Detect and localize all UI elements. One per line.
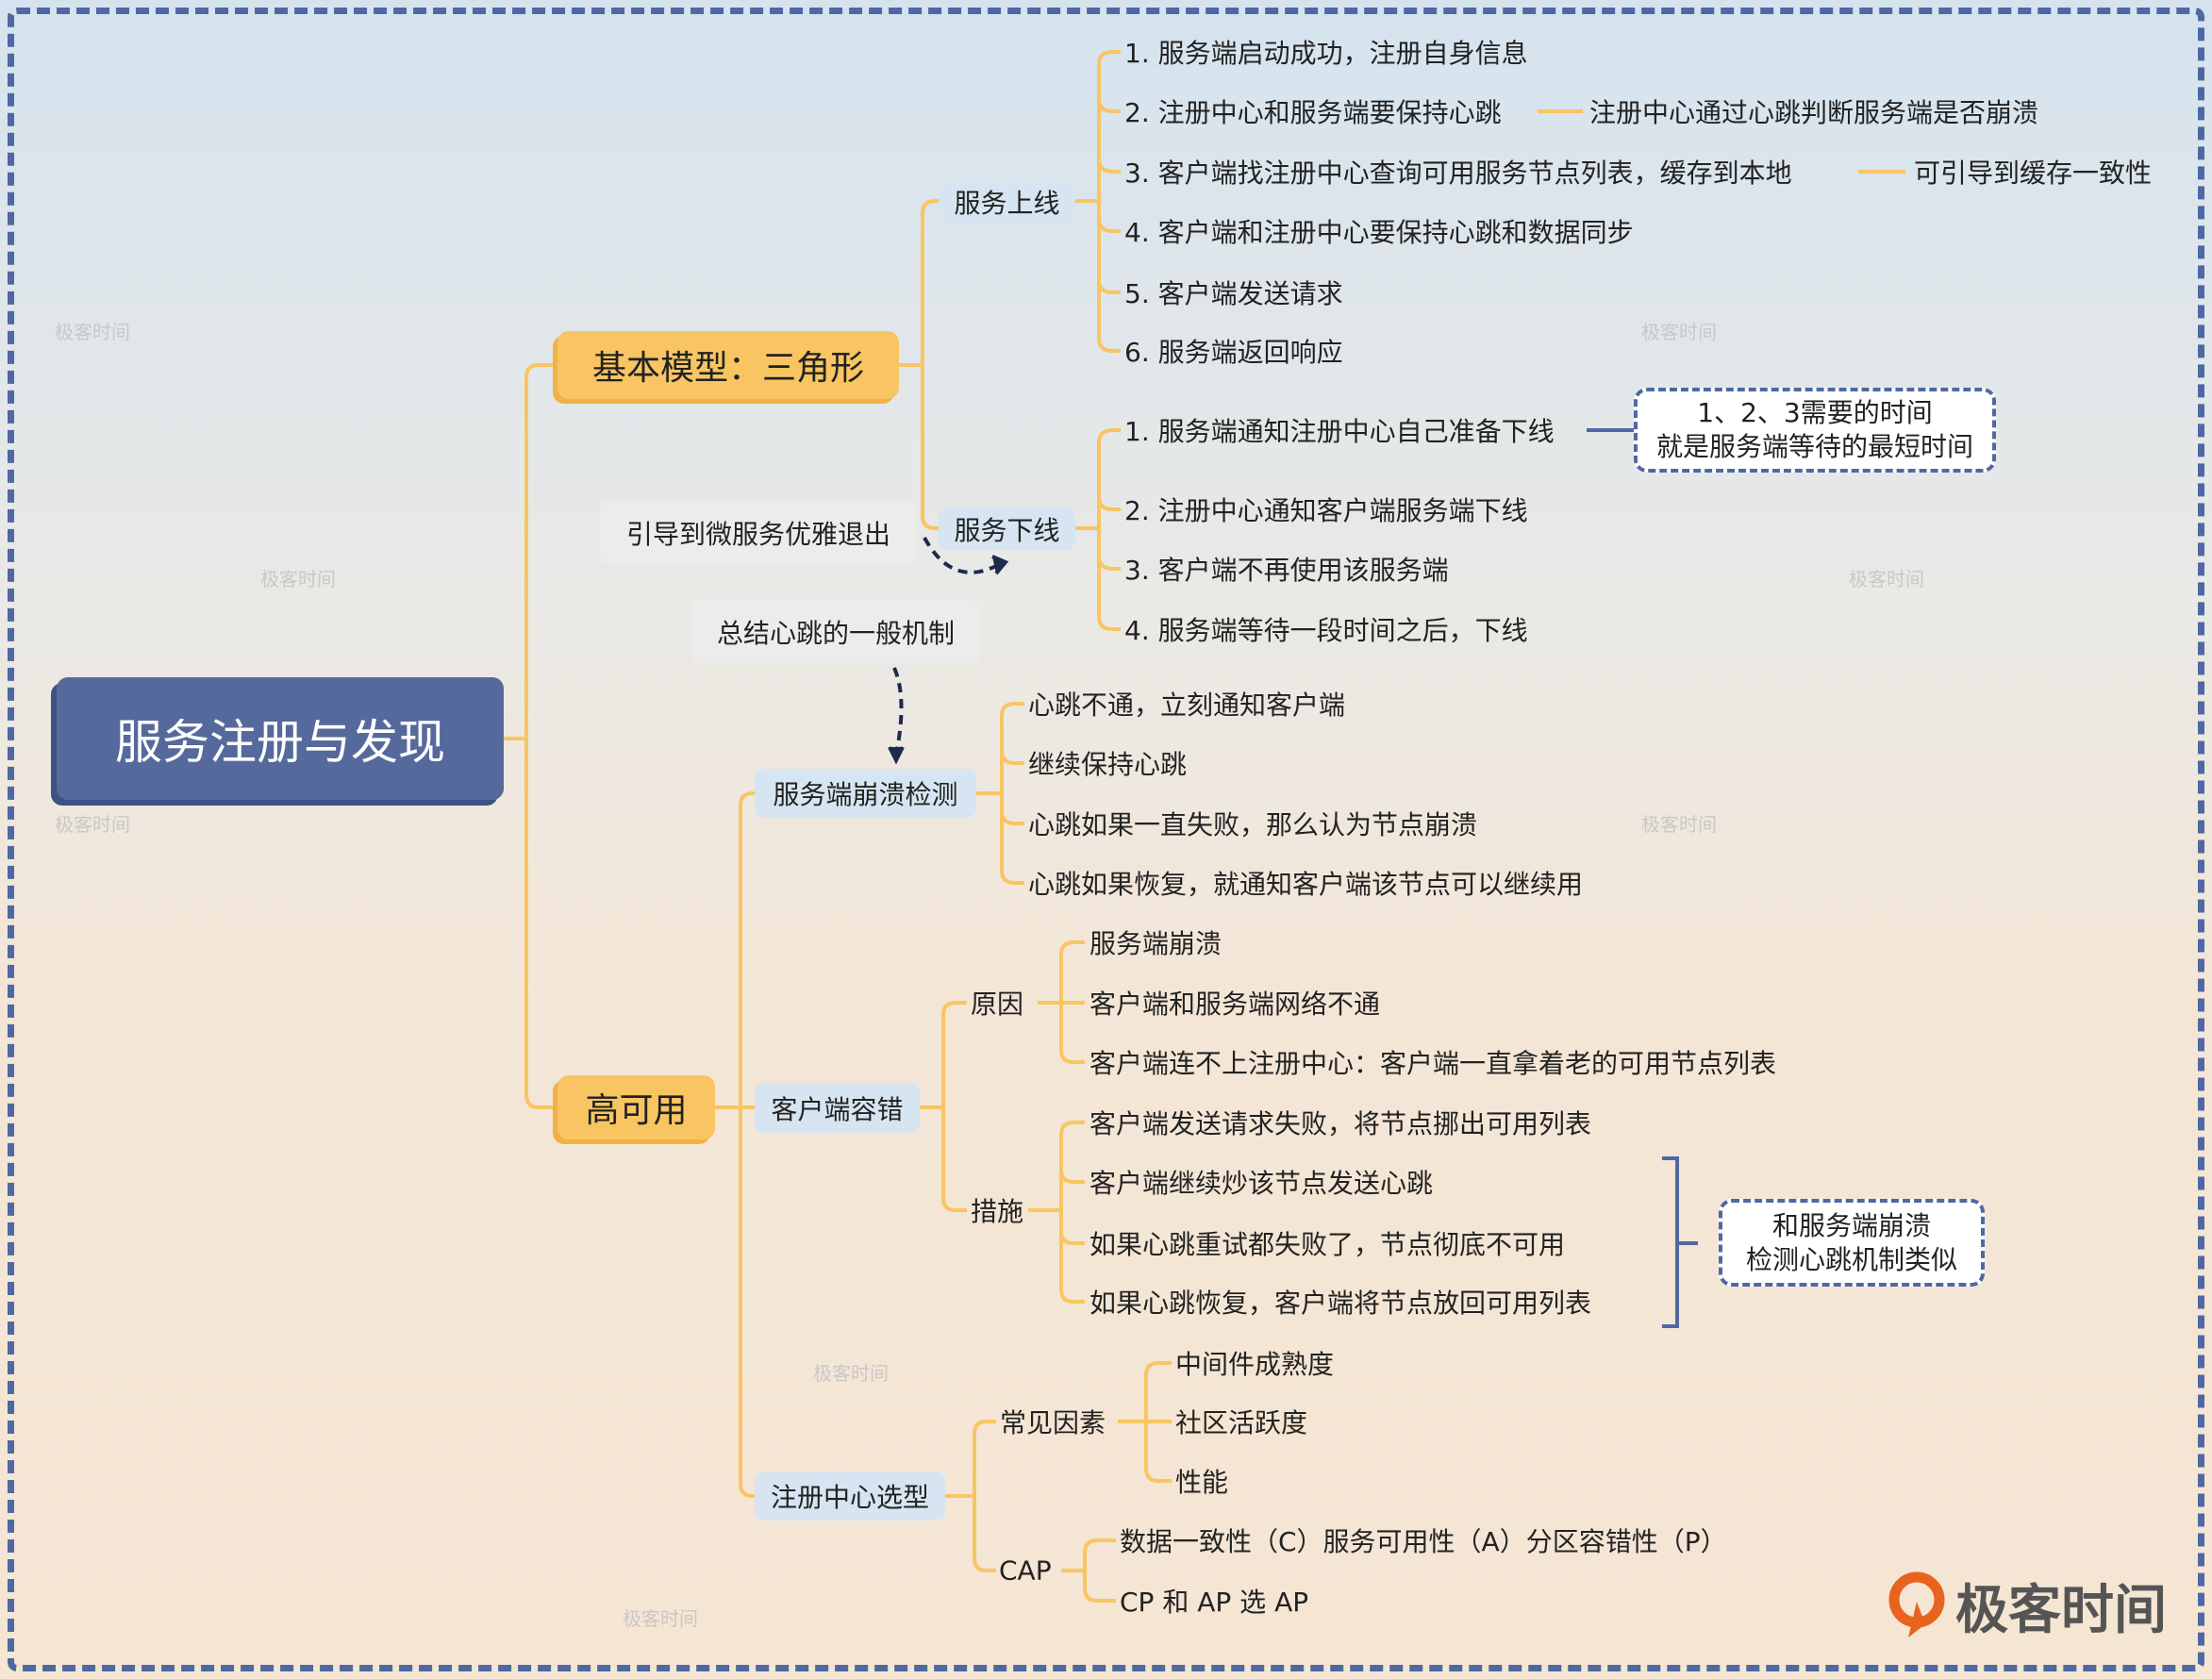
online-item[interactable]: 4. 客户端和注册中心要保持心跳和数据同步 <box>1124 217 1634 248</box>
online-note-cache[interactable]: 可引导到缓存一致性 <box>1914 158 2153 189</box>
offline-callout[interactable]: 1、2、3需要的时间 就是服务端等待的最短时间 <box>1634 388 1996 473</box>
offline-item[interactable]: 3. 客户端不再使用该服务端 <box>1124 555 1449 586</box>
node-high-availability[interactable]: 高可用 <box>557 1075 715 1139</box>
watermark: 极客时间 <box>813 1362 889 1385</box>
online-item[interactable]: 6. 服务端返回响应 <box>1124 337 1343 368</box>
measure-item[interactable]: 如果心跳恢复，客户端将节点放回可用列表 <box>1089 1288 1592 1319</box>
offline-item[interactable]: 2. 注册中心通知客户端服务端下线 <box>1124 495 1528 526</box>
brand-logo: 极客时间 <box>1888 1568 2167 1644</box>
callout-line: 和服务端崩溃 <box>1771 1209 1931 1241</box>
factor-item[interactable]: 性能 <box>1175 1467 1229 1498</box>
watermark: 极客时间 <box>1641 813 1717 836</box>
node-service-online[interactable]: 服务上线 <box>939 180 1075 223</box>
cause-item[interactable]: 客户端和服务端网络不通 <box>1089 989 1381 1020</box>
crash-item[interactable]: 心跳不通，立刻通知客户端 <box>1028 690 1346 721</box>
measure-item[interactable]: 如果心跳重试都失败了，节点彻底不可用 <box>1089 1229 1566 1260</box>
logo-text: 极客时间 <box>1955 1580 2167 1641</box>
watermark: 极客时间 <box>1849 568 1924 590</box>
node-cap[interactable]: CAP <box>999 1554 1052 1587</box>
node-basic-model[interactable]: 基本模型：三角形 <box>557 331 899 399</box>
online-item[interactable]: 1. 服务端启动成功，注册自身信息 <box>1124 38 1528 69</box>
node-common-factors[interactable]: 常见因素 <box>1000 1407 1106 1438</box>
callout-line: 就是服务端等待的最短时间 <box>1655 431 1973 462</box>
watermark: 极客时间 <box>260 568 336 590</box>
node-measure[interactable]: 措施 <box>971 1196 1024 1227</box>
watermark: 极客时间 <box>1641 321 1717 343</box>
note-graceful-exit[interactable]: 引导到微服务优雅退出 <box>600 501 917 564</box>
cause-item[interactable]: 服务端崩溃 <box>1089 928 1222 959</box>
node-service-offline[interactable]: 服务下线 <box>939 507 1075 550</box>
watermark: 极客时间 <box>55 321 130 343</box>
offline-item[interactable]: 4. 服务端等待一段时间之后，下线 <box>1124 615 1528 646</box>
online-item[interactable]: 3. 客户端找注册中心查询可用服务节点列表，缓存到本地 <box>1124 158 1792 189</box>
cause-item[interactable]: 客户端连不上注册中心：客户端一直拿着老的可用节点列表 <box>1089 1048 1777 1079</box>
factor-item[interactable]: 社区活跃度 <box>1175 1407 1308 1438</box>
callout-line: 检测心跳机制类似 <box>1745 1243 1957 1275</box>
crash-item[interactable]: 心跳如果一直失败，那么认为节点崩溃 <box>1028 809 1478 840</box>
offline-item[interactable]: 1. 服务端通知注册中心自己准备下线 <box>1124 416 1555 447</box>
online-note-heartbeat[interactable]: 注册中心通过心跳判断服务端是否崩溃 <box>1589 97 2039 128</box>
measure-callout[interactable]: 和服务端崩溃 检测心跳机制类似 <box>1719 1199 1985 1287</box>
dashed-frame <box>8 8 2204 1671</box>
node-client-fault-tolerance[interactable]: 客户端容错 <box>755 1083 920 1133</box>
note-heartbeat-mechanism[interactable]: 总结心跳的一般机制 <box>691 600 980 663</box>
crash-item[interactable]: 继续保持心跳 <box>1028 749 1188 780</box>
measure-item[interactable]: 客户端发送请求失败，将节点挪出可用列表 <box>1089 1108 1592 1139</box>
cap-item[interactable]: 数据一致性（C）服务可用性（A）分区容错性（P） <box>1120 1526 1727 1557</box>
node-crash-detection[interactable]: 服务端崩溃检测 <box>755 769 976 818</box>
cap-item[interactable]: CP 和 AP 选 AP <box>1120 1587 1309 1618</box>
watermark: 极客时间 <box>55 813 130 836</box>
measure-item[interactable]: 客户端继续炒该节点发送心跳 <box>1089 1168 1434 1199</box>
node-cause[interactable]: 原因 <box>971 989 1024 1020</box>
crash-item[interactable]: 心跳如果恢复，就通知客户端该节点可以继续用 <box>1028 869 1584 900</box>
root-node[interactable]: 服务注册与发现 <box>57 677 504 800</box>
online-item[interactable]: 5. 客户端发送请求 <box>1124 278 1343 309</box>
online-item[interactable]: 2. 注册中心和服务端要保持心跳 <box>1124 97 1502 128</box>
logo-icon <box>1888 1571 1945 1637</box>
factor-item[interactable]: 中间件成熟度 <box>1175 1349 1335 1380</box>
watermark: 极客时间 <box>623 1607 698 1630</box>
callout-line: 1、2、3需要的时间 <box>1697 397 1933 428</box>
node-registry-selection[interactable]: 注册中心选型 <box>755 1471 945 1521</box>
